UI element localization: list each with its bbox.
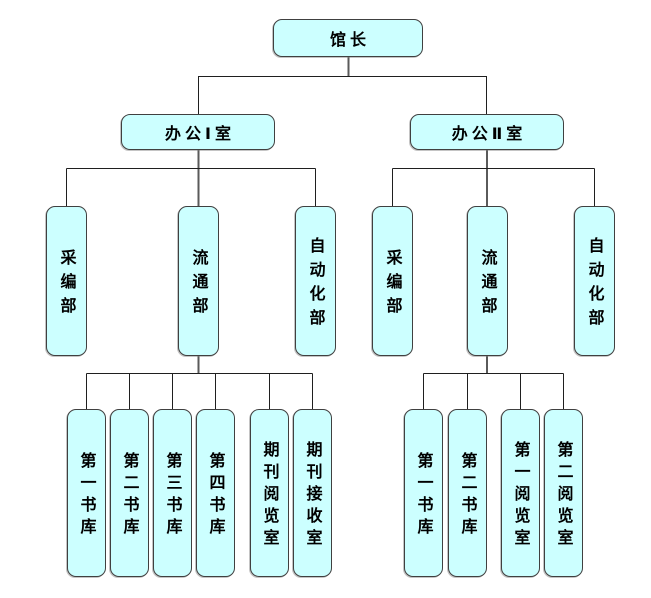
- node-dept-circulation-1: 流通部: [178, 206, 219, 356]
- node-stack-2-right: 第二书库: [448, 409, 487, 577]
- node-stack-2-left: 第二书库: [110, 409, 149, 577]
- node-stack-2-right-label: 第二书库: [458, 452, 478, 540]
- node-reading-room-2-label: 第二阅览室: [554, 441, 574, 551]
- node-dept-circulation-2: 流通部: [467, 206, 508, 356]
- node-stack-2-left-label: 第二书库: [120, 452, 140, 540]
- node-dept-circulation-1-label: 流通部: [189, 249, 209, 321]
- node-office-1-label: 办公Ⅰ室: [165, 124, 235, 143]
- node-dept-automation-2: 自动化部: [574, 206, 615, 356]
- node-dept-acquisition-1: 采编部: [46, 206, 87, 356]
- node-dept-automation-2-label: 自动化部: [585, 237, 605, 333]
- node-stack-1-left: 第一书库: [67, 409, 106, 577]
- node-dept-acquisition-1-label: 采编部: [57, 249, 77, 321]
- node-periodical-reading-room: 期刊阅览室: [250, 409, 289, 577]
- node-dept-automation-1-label: 自动化部: [306, 237, 326, 333]
- node-office-1: 办公Ⅰ室: [121, 114, 275, 150]
- node-stack-4-left-label: 第四书库: [206, 452, 226, 540]
- node-periodical-receiving-room-label: 期刊接收室: [303, 441, 323, 551]
- node-stack-1-left-label: 第一书库: [77, 452, 97, 540]
- node-director-label: 馆长: [329, 30, 370, 49]
- node-reading-room-2: 第二阅览室: [544, 409, 583, 577]
- node-stack-3-left: 第三书库: [153, 409, 192, 577]
- node-dept-circulation-2-label: 流通部: [478, 249, 498, 321]
- connector-parent-drops: [197, 57, 488, 374]
- node-stack-4-left: 第四书库: [196, 409, 235, 577]
- node-reading-room-1: 第一阅览室: [501, 409, 540, 577]
- node-dept-acquisition-2-label: 采编部: [383, 249, 403, 321]
- node-periodical-reading-room-label: 期刊阅览室: [260, 441, 280, 551]
- node-stack-3-left-label: 第三书库: [163, 452, 183, 540]
- node-office-2-label: 办公Ⅱ室: [451, 124, 527, 143]
- node-periodical-receiving-room: 期刊接收室: [293, 409, 332, 577]
- node-director: 馆长: [273, 19, 423, 57]
- node-stack-1-right: 第一书库: [404, 409, 443, 577]
- node-dept-automation-1: 自动化部: [295, 206, 336, 356]
- node-dept-acquisition-2: 采编部: [372, 206, 413, 356]
- node-office-2: 办公Ⅱ室: [410, 114, 564, 150]
- node-stack-1-right-label: 第一书库: [414, 452, 434, 540]
- node-reading-room-1-label: 第一阅览室: [511, 441, 531, 551]
